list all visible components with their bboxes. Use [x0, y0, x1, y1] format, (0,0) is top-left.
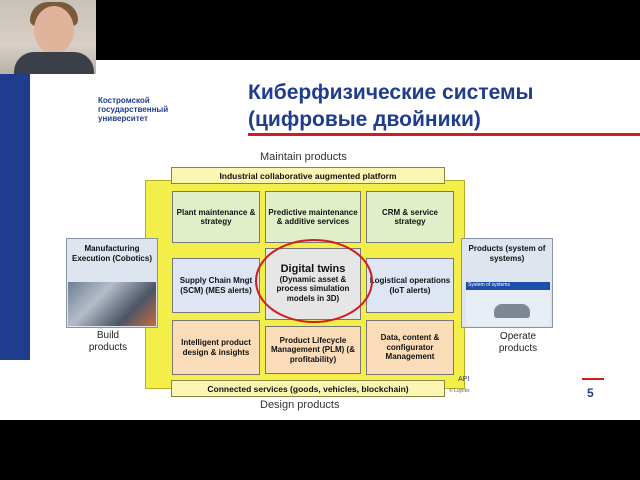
left-accent-bar [0, 74, 30, 360]
slide-title: Киберфизические системы (цифровые двойни… [248, 79, 533, 133]
credit-label: © Luyckx [449, 388, 470, 394]
products-system-label: Products (system of systems) [468, 244, 546, 263]
predictive-maintenance-box: Predictive maintenance & additive servic… [265, 191, 361, 243]
intelligent-design-box: Intelligent product design & insights [172, 320, 260, 375]
design-products-label: Design products [260, 399, 340, 411]
crm-strategy-box: CRM & service strategy [366, 191, 454, 243]
university-line-3: университет [98, 114, 148, 123]
manufacturing-execution-label: Manufacturing Execution (Cobotics) [71, 244, 152, 263]
plm-box: Product Lifecycle Management (PLM) (& pr… [265, 326, 361, 374]
maintain-products-label: Maintain products [260, 151, 347, 163]
university-line-1: Костромской [98, 96, 150, 105]
system-of-systems-caption: System of systems [468, 282, 510, 288]
plant-maintenance-box: Plant maintenance & strategy [172, 191, 260, 243]
supply-chain-box: Supply Chain Mngt (SCM) (MES alerts) [172, 258, 260, 313]
data-content-box: Data, content & configurator Management [366, 320, 454, 375]
api-label: API [458, 376, 470, 383]
university-line-2: государственный [98, 105, 169, 114]
system-of-systems-image: System of systems [466, 282, 550, 326]
vehicle-image [494, 304, 530, 318]
page-number-line [582, 378, 604, 380]
title-underline [248, 133, 640, 136]
webcam-video [0, 0, 96, 74]
slide-title-line-1: Киберфизические системы [248, 81, 534, 104]
build-products-label: Build products [88, 330, 128, 353]
slide-title-line-2: (цифровые двойники) [248, 108, 481, 131]
logistical-operations-box: Logistical operations (IoT alerts) [366, 258, 454, 313]
page-number: 5 [587, 386, 594, 400]
digital-twins-highlight-circle [255, 239, 373, 323]
operate-products-label: Operate products [498, 331, 538, 354]
university-logo-text: Костромской государственный университет [98, 96, 168, 123]
presenter-face [34, 6, 74, 54]
presenter-shirt [14, 52, 94, 74]
platform-banner: Industrial collaborative augmented platf… [171, 167, 445, 184]
connected-services-banner: Connected services (goods, vehicles, blo… [171, 380, 445, 397]
factory-robots-image [68, 282, 156, 326]
